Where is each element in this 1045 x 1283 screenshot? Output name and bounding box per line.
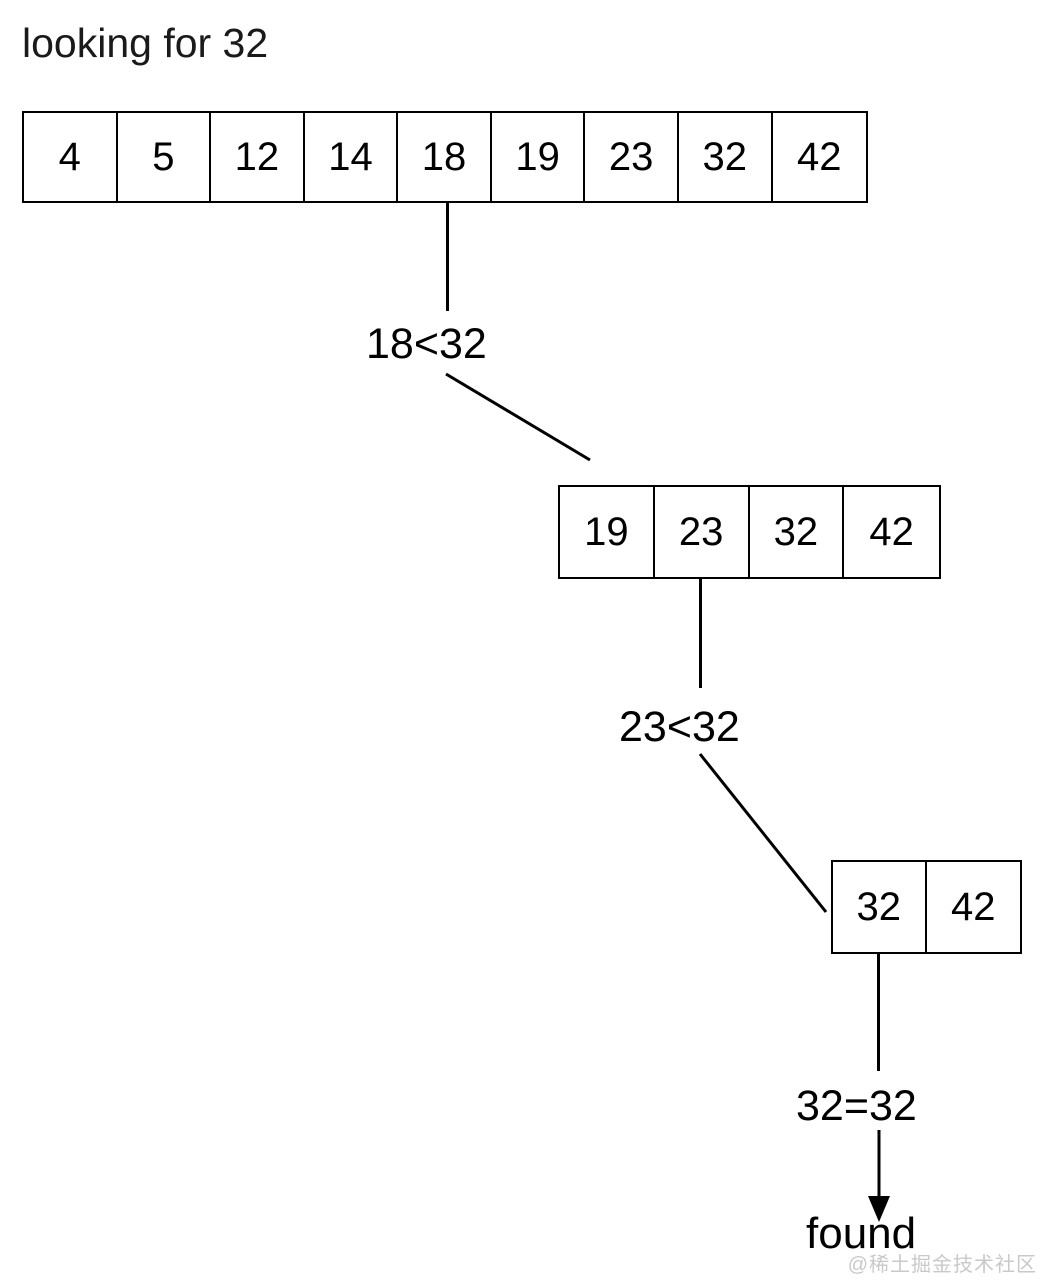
connector-line-pivot-1 (446, 203, 449, 311)
array-cell: 5 (117, 113, 212, 201)
comparison-label-1: 18<32 (366, 320, 487, 368)
second-array: 19 23 32 42 (558, 485, 941, 579)
array-cell: 19 (491, 113, 586, 201)
initial-array: 4 5 12 14 18 19 23 32 42 (22, 111, 868, 203)
array-cell: 32 (749, 487, 845, 577)
array-cell-pivot: 18 (398, 113, 492, 201)
comparison-label-3: 32=32 (796, 1082, 917, 1130)
connector-line-pivot-2 (699, 579, 702, 688)
connector-line-pivot-3 (877, 954, 880, 1071)
array-cell: 42 (844, 487, 939, 577)
array-cell: 4 (24, 113, 118, 201)
array-cell: 42 (772, 113, 867, 201)
comparison-label-2: 23<32 (619, 703, 740, 751)
array-cell: 42 (926, 862, 1020, 952)
array-cell: 14 (304, 113, 399, 201)
result-label: found (806, 1209, 917, 1258)
array-cell: 12 (211, 113, 305, 201)
array-cell: 23 (585, 113, 679, 201)
third-array: 32 42 (831, 860, 1022, 954)
array-cell: 32 (678, 113, 773, 201)
page-title: looking for 32 (22, 20, 269, 66)
array-cell-pivot: 23 (654, 487, 750, 577)
array-cell-pivot: 32 (833, 862, 927, 952)
result-arrow-icon (868, 1130, 890, 1222)
watermark: @稀土掘金技术社区 (847, 1254, 1037, 1276)
array-cell: 19 (560, 487, 655, 577)
connector-diagonal-2 (698, 753, 828, 913)
connector-diagonal-1 (445, 372, 591, 462)
